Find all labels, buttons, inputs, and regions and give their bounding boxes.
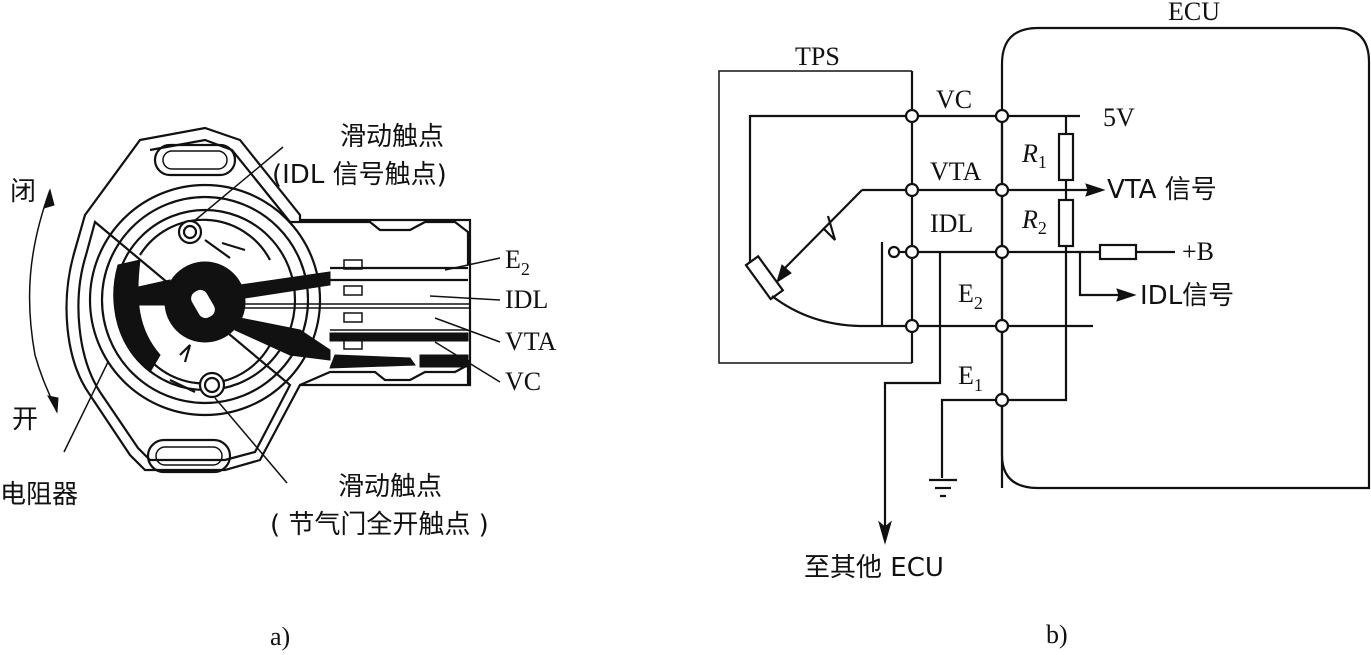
terminal-window-e2 [343,259,363,270]
caption-b: b) [1046,620,1068,649]
terminal-label-idl: IDL [505,285,548,314]
potentiometer [744,254,785,301]
other-ecu-arrow-icon [878,520,892,545]
caption-a: a) [270,622,290,651]
idl-switch-contact [887,245,901,259]
line-label-e2: E2 [958,279,983,313]
other-ecu-line [883,252,942,538]
arrow-down-icon [47,395,59,414]
label-idl-contact-sub: (IDL 信号触点) [272,160,447,190]
leader-resistor [63,361,109,453]
connector-lower [299,364,469,387]
line-label-vc: VC [936,85,972,114]
resistor-label-r1: R1 [1021,139,1047,172]
line-label-e1: E1 [958,361,983,395]
pot-to-e2-curve [771,295,861,328]
mount-slot-bottom [146,438,232,474]
resistor-r2 [1057,198,1075,248]
ecu-label: ECU [1168,0,1220,26]
mount-slot-bottom-inner [155,446,223,466]
idl-arrow-icon [1116,288,1137,302]
node-tps-vc [904,108,920,124]
full-open-contact-arm [169,344,196,393]
wiper-arm-left [124,279,176,306]
rotor-outer-ring [88,183,322,417]
terminal-window-idl [343,285,363,296]
tps-label: TPS [795,42,840,71]
e1-ground-line [940,398,1002,478]
rotor-ring-2 [100,195,310,405]
resistor-r1 [1057,132,1075,182]
node-tps-idl [904,244,920,260]
arrow-up-icon [43,188,55,209]
sensor-housing [65,126,472,472]
node-tps-e2 [904,318,920,334]
terminal-strip-vta [329,332,469,342]
wiper-arrow-icon [776,264,792,284]
rotor-ring-arc [139,218,271,261]
terminal-label-vta: VTA [505,327,557,356]
node-ecu-vta [994,182,1010,198]
leader-vc [434,341,501,383]
rotation-arc [28,189,51,356]
leader-e2 [444,257,501,271]
idl-signal-line [1078,252,1120,297]
r2-to-e1 [1002,246,1068,402]
node-ecu-vc [994,108,1010,124]
label-full-open-contact-sub: ( 节气门全开触点 ) [270,510,489,540]
line-label-vta: VTA [930,157,982,186]
wiper-tick [822,215,837,241]
node-ecu-e2 [994,318,1010,334]
supply-label: 5V [1103,103,1135,132]
label-full-open-contact-title: 滑动触点 [338,472,442,502]
tps-circuit [718,26,1371,545]
terminal-strip-vc [329,354,416,369]
idl-contact-pivot-inner [182,224,198,240]
leader-full-open-contact [214,397,288,484]
label-idl-contact-title: 滑动触点 [340,122,444,152]
contact-blade-vta [234,317,331,361]
terminal-strip-vc-end [419,354,469,368]
leader-vta [434,317,501,343]
label-open: 开 [12,405,38,435]
vc-line [748,114,1080,270]
leader-idl-contact [192,146,284,223]
label-resistor: 电阻器 [0,480,78,510]
node-tps-vta [904,182,920,198]
pullup-resistor [1098,243,1138,261]
resistor-track [113,259,161,373]
node-ecu-idl [994,244,1010,260]
vta-arrow-icon [1085,183,1106,197]
terminal-label-vc: VC [505,367,541,396]
label-close: 闭 [10,177,36,207]
tps-box [718,70,912,364]
other-ecu-label: 至其他 ECU [804,553,944,583]
shaft-slot [191,289,215,319]
mount-slot-top [153,143,237,177]
battery-label: +B [1182,237,1214,266]
leader-idl [429,295,501,301]
resistor-label-r2: R2 [1021,205,1047,238]
tps-sensor-drawing [28,126,501,484]
idl-signal-label: IDL信号 [1140,281,1234,311]
line-label-idl: IDL [930,209,973,238]
mount-slot-top-inner [162,150,228,170]
contact-blade-e2 [239,271,331,299]
terminal-window-vta [343,312,363,323]
full-open-contact-pivot-inner [203,376,221,394]
idl-contact-arm [204,239,246,259]
vta-signal-label: VTA 信号 [1107,175,1217,205]
ecu-box [1000,26,1371,490]
terminal-window-vc [343,339,363,350]
node-ecu-e1 [994,392,1010,408]
terminal-label-e2: E2 [505,245,530,279]
